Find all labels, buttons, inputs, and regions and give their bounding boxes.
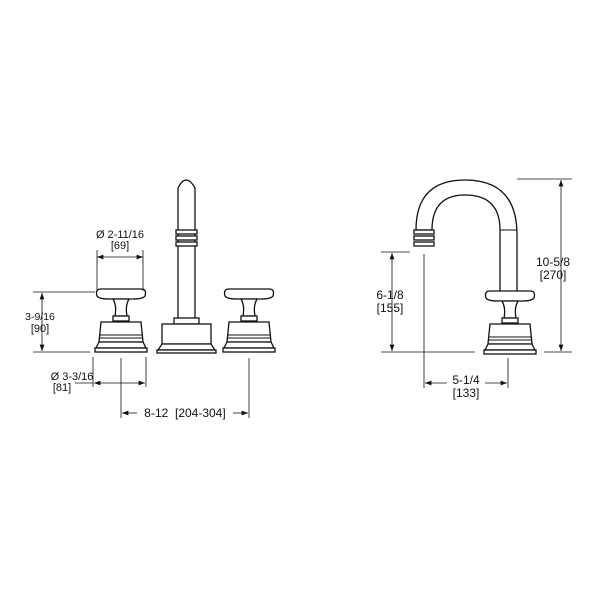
base-diameter-imperial: Ø 3-3/16: [51, 371, 94, 383]
handle-diameter-imperial: Ø 2-11/16: [96, 229, 144, 241]
spout-reach-imperial: 5-1/4: [452, 373, 480, 387]
spout-front: [156, 179, 217, 354]
spread-dimension: 8-12 [204-304]: [144, 406, 225, 420]
handle-diameter-metric: [69]: [111, 240, 129, 252]
overall-height-imperial: 10-5/8: [536, 255, 570, 269]
front-view: Ø 2-11/16 [69] 3-9/16 [90] Ø 3-3/16 [81]…: [25, 179, 276, 420]
handle-height-metric: [90]: [31, 323, 49, 335]
side-view: 10-5/8 [270] 6-1/8 [155] 5-1/4 [133]: [376, 178, 572, 400]
side-handle: [483, 290, 537, 355]
spout-height-metric: [155]: [377, 301, 404, 315]
left-handle: [94, 288, 148, 353]
right-handle: [222, 288, 276, 353]
spout-reach-metric: [133]: [453, 386, 480, 400]
handle-height-imperial: 3-9/16: [25, 311, 55, 323]
base-diameter-metric: [81]: [53, 382, 71, 394]
overall-height-metric: [270]: [540, 268, 567, 282]
spout-height-imperial: 6-1/8: [376, 288, 404, 302]
spout-side: [415, 179, 518, 297]
